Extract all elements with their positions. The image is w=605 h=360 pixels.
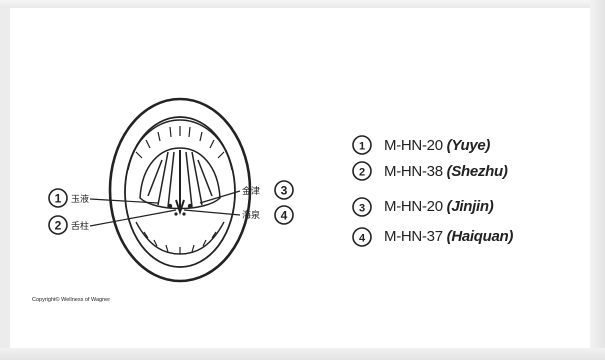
callout-label-1: 玉液 bbox=[71, 193, 89, 204]
legend-point-name: (Shezhu) bbox=[447, 163, 508, 180]
legend-point-name: (Haiquan) bbox=[447, 228, 514, 245]
callout-label-2: 舌柱 bbox=[71, 220, 89, 231]
callout-circle-3 bbox=[274, 180, 294, 200]
svg-text:M-HN-20 (Yuye): M-HN-20 (Yuye) bbox=[384, 137, 490, 154]
legend-code: M-HN-20 bbox=[384, 198, 443, 215]
frame-right bbox=[590, 0, 605, 360]
legend-number-circle bbox=[352, 197, 372, 217]
frame-bottom bbox=[0, 348, 605, 360]
copyright-text: Copyright© Wellness of Wagner bbox=[32, 296, 110, 303]
legend-number-circle bbox=[352, 227, 372, 247]
callout-number-2: 2 bbox=[55, 219, 62, 233]
callout-circle-4 bbox=[274, 205, 294, 225]
callout-line-2 bbox=[89, 209, 177, 227]
legend-code: M-HN-37 bbox=[384, 228, 443, 245]
right-callouts: 金津 3 海泉 4 bbox=[183, 180, 294, 225]
svg-text:M-HN-37 (Haiquan): M-HN-37 (Haiquan) bbox=[384, 228, 513, 245]
callout-line-4 bbox=[183, 209, 241, 216]
callout-circle-1 bbox=[48, 188, 68, 208]
callout-circle-2 bbox=[48, 215, 68, 235]
legend-number-circle bbox=[352, 135, 372, 155]
upper-teeth bbox=[127, 119, 233, 171]
frame-top bbox=[0, 0, 605, 8]
legend-item: 4 M-HN-37 (Haiquan) bbox=[352, 227, 514, 247]
frenulum bbox=[175, 150, 185, 216]
callout-number-3: 3 bbox=[281, 184, 288, 198]
legend-item: 2 M-HN-38 (Shezhu) bbox=[352, 161, 508, 181]
legend-number: 1 bbox=[359, 141, 365, 153]
legend-point-name: (Yuye) bbox=[447, 137, 491, 154]
left-callouts: 1 玉液 2 舌柱 bbox=[48, 188, 177, 235]
legend-code: M-HN-38 bbox=[384, 163, 443, 180]
mouth-illustration bbox=[108, 97, 252, 283]
svg-text:M-HN-20 (Jinjin): M-HN-20 (Jinjin) bbox=[384, 198, 494, 215]
callout-number-4: 4 bbox=[281, 209, 288, 223]
svg-text:M-HN-38 (Shezhu): M-HN-38 (Shezhu) bbox=[384, 163, 508, 180]
legend-item: 3 M-HN-20 (Jinjin) bbox=[352, 197, 494, 217]
callout-line-3 bbox=[199, 190, 241, 204]
sublingual-veins bbox=[147, 151, 213, 208]
callout-number-1: 1 bbox=[55, 192, 62, 206]
legend-number: 3 bbox=[359, 203, 365, 215]
legend-item: 1 M-HN-20 (Yuye) bbox=[352, 135, 491, 155]
legend: 1 M-HN-20 (Yuye) 2 M-HN-38 (Shezhu) 3 M-… bbox=[352, 135, 514, 247]
callout-label-3: 金津 bbox=[242, 185, 260, 196]
legend-code: M-HN-20 bbox=[384, 137, 443, 154]
legend-number: 2 bbox=[359, 167, 365, 179]
outer-lip bbox=[108, 97, 252, 283]
callout-line-1 bbox=[89, 198, 159, 204]
image-card bbox=[10, 8, 590, 348]
legend-number: 4 bbox=[359, 233, 366, 245]
legend-point-name: (Jinjin) bbox=[447, 198, 494, 215]
tongue-underside bbox=[139, 147, 221, 210]
callout-label-4: 海泉 bbox=[242, 209, 260, 220]
legend-number-circle bbox=[352, 161, 372, 181]
